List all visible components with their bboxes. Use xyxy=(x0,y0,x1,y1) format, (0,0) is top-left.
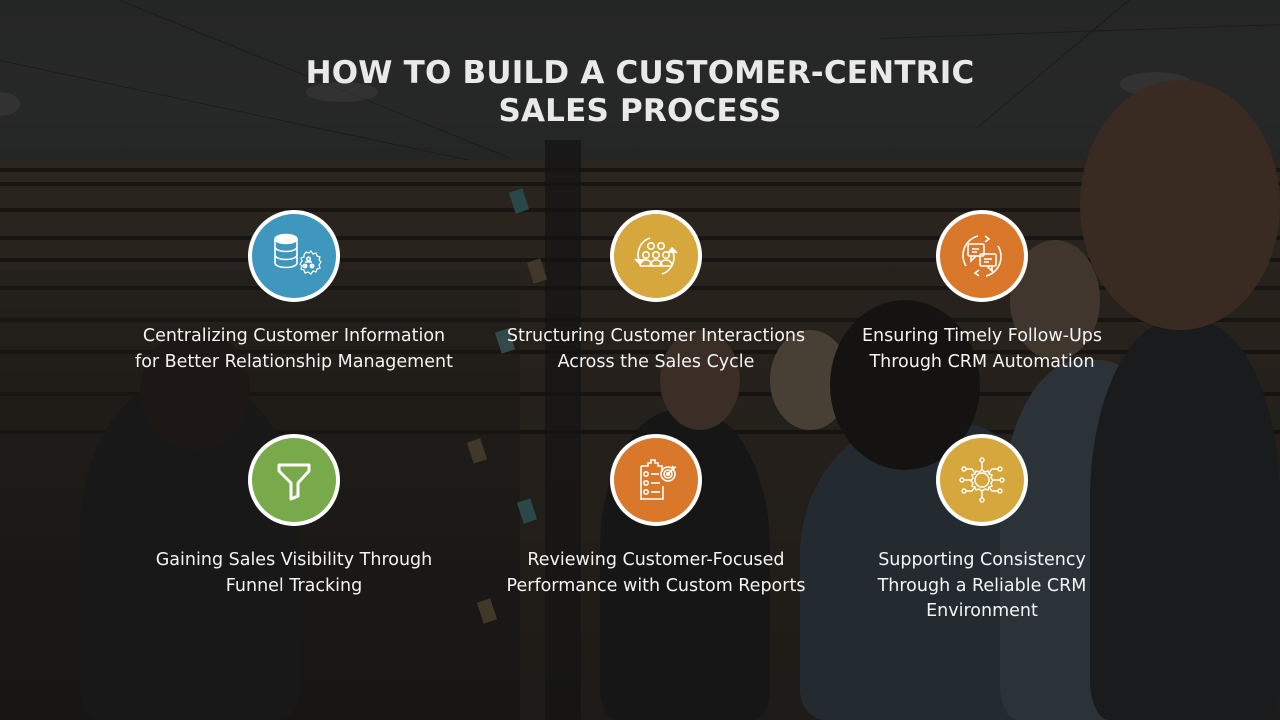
card-description: Centralizing Customer Information for Be… xyxy=(135,324,453,375)
card-reliable-crm: Supporting Consistency Through a Reliabl… xyxy=(792,434,1172,625)
card-funnel-tracking: Gaining Sales Visibility Through Funnel … xyxy=(104,434,484,599)
card-line: Environment xyxy=(926,601,1038,621)
card-line: for Better Relationship Management xyxy=(135,351,453,372)
icon-circle xyxy=(610,434,702,526)
title-line-1: HOW TO BUILD A CUSTOMER-CENTRIC xyxy=(305,55,975,91)
card-description: Gaining Sales Visibility Through Funnel … xyxy=(156,548,433,599)
icon-circle xyxy=(248,210,340,302)
card-line: Through a Reliable CRM xyxy=(877,575,1087,596)
icon-circle xyxy=(936,210,1028,302)
slide-title: HOW TO BUILD A CUSTOMER-CENTRIC SALES PR… xyxy=(0,54,1280,130)
chat-exchange-icon xyxy=(962,235,1002,277)
card-structuring-interactions: Structuring Customer Interactions Across… xyxy=(466,210,846,375)
team-cycle-icon xyxy=(634,237,678,275)
title-line-2: SALES PROCESS xyxy=(498,93,782,129)
card-line: Centralizing Customer Information xyxy=(142,326,446,346)
card-description: Ensuring Timely Follow-Ups Through CRM A… xyxy=(862,324,1102,375)
card-line: Gaining Sales Visibility Through xyxy=(155,550,433,570)
icon-circle xyxy=(248,434,340,526)
card-description: Supporting Consistency Through a Reliabl… xyxy=(878,548,1087,625)
clipboard-target-icon xyxy=(640,459,677,500)
card-line: Across the Sales Cycle xyxy=(557,351,755,372)
card-line: Funnel Tracking xyxy=(225,575,363,596)
card-line: Reviewing Customer-Focused xyxy=(527,550,785,570)
card-line: Ensuring Timely Follow-Ups xyxy=(861,326,1103,346)
card-line: Structuring Customer Interactions xyxy=(506,326,806,346)
database-users-gear-icon xyxy=(274,233,322,275)
card-timely-follow-ups: Ensuring Timely Follow-Ups Through CRM A… xyxy=(792,210,1172,375)
card-description: Structuring Customer Interactions Across… xyxy=(507,324,805,375)
card-custom-reports: Reviewing Customer-Focused Performance w… xyxy=(466,434,846,599)
network-hub-icon xyxy=(959,457,1005,503)
card-centralizing-customer-info: Centralizing Customer Information for Be… xyxy=(104,210,484,375)
card-line: Performance with Custom Reports xyxy=(506,575,806,596)
funnel-icon xyxy=(277,463,311,501)
icon-circle xyxy=(610,210,702,302)
card-line: Through CRM Automation xyxy=(869,351,1095,372)
card-line: Supporting Consistency xyxy=(878,550,1086,570)
icon-circle xyxy=(936,434,1028,526)
card-description: Reviewing Customer-Focused Performance w… xyxy=(507,548,806,599)
